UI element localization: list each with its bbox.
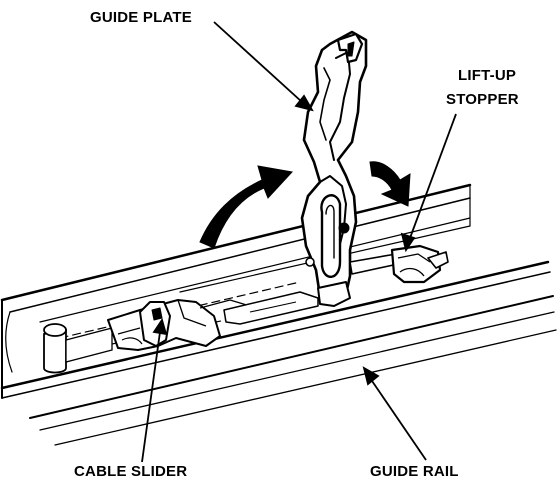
cable-slider-detail-4: [199, 299, 251, 309]
cable-slider-detail-3: [121, 337, 143, 345]
rail-top-lip: [39, 217, 471, 323]
guide-plate-oval-slot: [320, 194, 342, 278]
stopper-nub: [427, 251, 449, 269]
rail-channel-lower: [0, 260, 550, 390]
guide-rail: [0, 183, 557, 446]
cable-slider: [107, 299, 251, 351]
cable-slider-tab: [139, 301, 171, 347]
stopper-bar: [349, 253, 399, 275]
curved-arrow-down-icon: [369, 161, 411, 207]
slide-link: [223, 291, 319, 325]
leader-lines: [141, 21, 457, 463]
guide-plate: [300, 30, 368, 307]
rail-top-edge: [0, 183, 472, 302]
leader-cable-slider: [141, 331, 161, 463]
label-guide-rail: GUIDE RAIL: [370, 463, 459, 480]
guide-plate-oval-inner: [325, 204, 335, 259]
motion-arrows: [199, 161, 411, 249]
guide-plate-top-slot: [347, 41, 355, 57]
rail-bottom-2: [29, 295, 554, 419]
leader-cable-slider-head: [152, 317, 168, 336]
guide-plate-rib-upper-2: [319, 67, 331, 141]
cable-slider-detail-2: [117, 327, 141, 335]
guide-plate-pivot: [338, 222, 350, 234]
cable-slider-notch: [151, 307, 163, 321]
leader-guide-plate: [213, 21, 303, 103]
rail-bottom-4: [54, 329, 557, 446]
curved-arrow-up-icon: [199, 165, 293, 249]
leader-guide-rail: [369, 377, 427, 461]
rail-end-pin: [43, 323, 113, 374]
leader-guide-plate-head: [294, 94, 314, 112]
leader-lift-up: [409, 113, 457, 239]
lift-up-stopper: [349, 244, 449, 284]
rail-bottom-3: [39, 311, 555, 431]
label-cable-slider: CABLE SLIDER: [74, 463, 187, 480]
rail-top-inner: [9, 197, 471, 313]
label-lift-up-line2: STOPPER: [446, 91, 519, 108]
stopper-detail-1: [397, 253, 431, 263]
cable-slider-detail-1: [177, 299, 207, 327]
rail-bottom-1: [1, 271, 551, 399]
guide-plate-foot: [317, 281, 351, 307]
guide-plate-rivet: [305, 257, 315, 267]
rail-left-cap: [5, 311, 13, 373]
stopper-body: [390, 244, 442, 284]
leader-guide-rail-head: [362, 366, 380, 386]
leader-lift-up-head: [400, 232, 416, 253]
label-lift-up-line1: LIFT-UP: [458, 67, 516, 84]
label-guide-plate: GUIDE PLATE: [90, 9, 192, 26]
stopper-detail-2: [399, 267, 425, 277]
